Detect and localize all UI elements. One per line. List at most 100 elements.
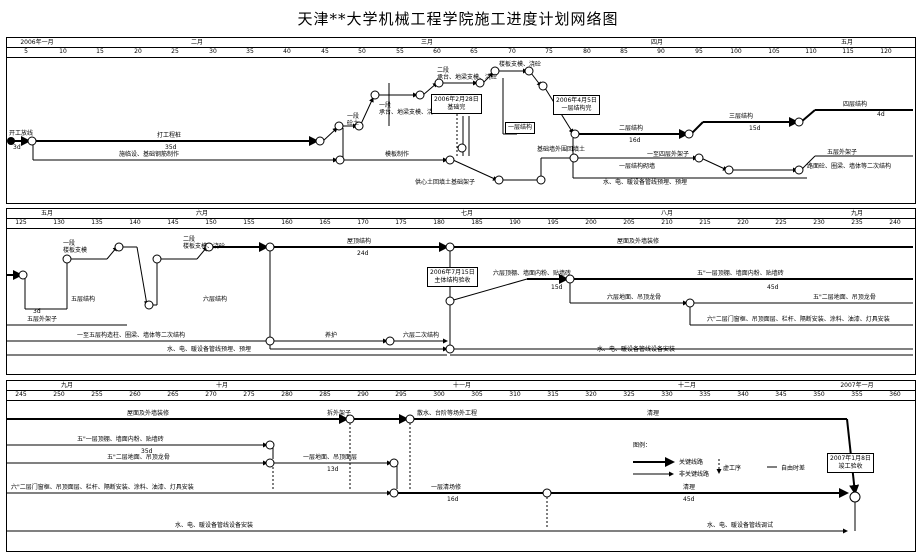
tick: 140 [129,219,141,226]
label-roof: 屋面及外墙装修 [127,409,169,417]
node [265,242,275,252]
month-label: 六月 [195,210,209,217]
milestone-completion: 2007年1月8日竣工验收 [827,453,874,473]
tick: 15 [96,48,104,55]
month-label: 十月 [215,382,229,389]
milestone-structure: 2006年7月15日主体结构验收 [427,267,478,287]
label-scaff: 五层外架子 [27,315,57,323]
tick: 10 [59,48,67,55]
node [18,270,28,280]
label-f1-box: 一层结构 [505,122,536,134]
tick: 300 [433,391,445,398]
label-misc: 水、电、暖设备管线预埋、预埋 [167,345,251,353]
node [370,90,380,100]
tick: 215 [699,219,711,226]
label-f1: 一层地面、吊顶面层 [303,453,357,461]
tick: 260 [129,391,141,398]
tick: 145 [167,219,179,226]
month-label: 2006年一月 [20,39,54,46]
label-clean2: 清理 [683,483,695,491]
label-dig-duration: 35d [165,144,177,151]
node [62,254,72,264]
tick: 240 [889,219,901,226]
node [335,155,345,165]
node [204,242,214,252]
legend-title: 图例： [633,441,651,449]
month-label: 七月 [460,210,474,217]
label-misc: 水、电、暖设备管线设备安装 [175,521,253,529]
node [490,66,500,76]
label-f2-duration: 16d [629,137,641,144]
node [684,129,694,139]
label-b5: 一段承台、地梁支模、浇砼 [379,101,439,116]
label-f5-duration: 3d [33,308,41,315]
tick: 35 [246,48,254,55]
node [694,153,704,163]
label-f2floor: 五"二层地面、吊顶龙骨 [813,293,876,301]
month-row: 九月 十月 十一月 十二月 2007年一月 [7,381,915,391]
label-clean2-duration: 45d [683,496,695,503]
tick: 345 [775,391,787,398]
tick: 315 [547,391,559,398]
month-label: 九月 [60,382,74,389]
month-label: 五月 [840,39,854,46]
tick: 25 [171,48,179,55]
label-protect: 养护 [325,331,337,339]
legend-critical: 关键线路 [679,458,703,466]
label-tidy-duration: 16d [447,496,459,503]
tick: 55 [396,48,404,55]
node [570,129,580,139]
node [265,336,275,346]
label-tidy: 一层清场修 [431,483,461,491]
node [569,153,579,163]
label-door: 六"二层门窗框、吊顶面层、栏杆、隔断安装、涂料、油漆、灯具安装 [11,483,194,491]
month-label: 九月 [850,210,864,217]
month-row: 五月 六月 七月 八月 九月 [7,209,915,219]
day-ticks: 5 10 15 20 25 30 35 40 45 50 55 60 65 70… [7,47,915,58]
tick: 160 [281,219,293,226]
label-a2: 二段楼板支模、浇砼 [183,235,225,250]
tick: 60 [433,48,441,55]
tick: 50 [358,48,366,55]
tick: 250 [53,391,65,398]
end-node [849,491,861,503]
label-f1wall-duration: 45d [767,284,779,291]
tick: 65 [470,48,478,55]
label-scaff: 一至四层外架子 [647,150,689,158]
milestone-floor1: 2006年4月5日一层结构完 [553,95,600,115]
label-f1door: 六"二层门窗框、吊顶面层、栏杆、隔断安装、涂料、油漆、灯具安装 [707,315,890,323]
label-wall: 五"一层顶棚、墙面内粉、贴墙砖 [77,435,164,443]
panel-jan-may: 2006年一月 二月 三月 四月 五月 5 10 15 20 25 30 35 … [6,37,916,204]
label-dig: 打工程桩 [157,131,181,139]
milestone-foundation: 2006年2月28日基础完 [431,94,482,114]
tick: 100 [730,48,742,55]
legend-noncritical: 非关键线路 [679,470,709,478]
node [385,336,395,346]
tick: 150 [205,219,217,226]
label-rebar: 模板制作 [385,150,409,158]
month-label: 八月 [660,210,674,217]
label-clean: 清理 [647,409,659,417]
tick: 130 [53,219,65,226]
panel-sep-jan: 九月 十月 十一月 十二月 2007年一月 245 250 255 260 26… [6,380,916,552]
label-f4-duration: 4d [877,111,885,118]
tick: 355 [851,391,863,398]
tick: 90 [657,48,665,55]
tick: 120 [880,48,892,55]
node [27,136,37,146]
month-label: 十一月 [452,382,472,389]
node [445,344,455,354]
label-b3: 二段承台、地梁支模、浇砼 [437,66,497,81]
node [494,175,504,185]
tick: 70 [508,48,516,55]
node [536,175,546,185]
label-floor: 五"二层地面、吊顶龙骨 [107,453,170,461]
tick: 285 [319,391,331,398]
tick: 235 [851,219,863,226]
label-start-duration: 3d [13,144,21,151]
tick: 360 [889,391,901,398]
tick: 350 [813,391,825,398]
node [565,274,575,284]
label-f1wall: 五"一层顶棚、墙面内粉、贴墙砖 [697,269,784,277]
node [794,165,804,175]
